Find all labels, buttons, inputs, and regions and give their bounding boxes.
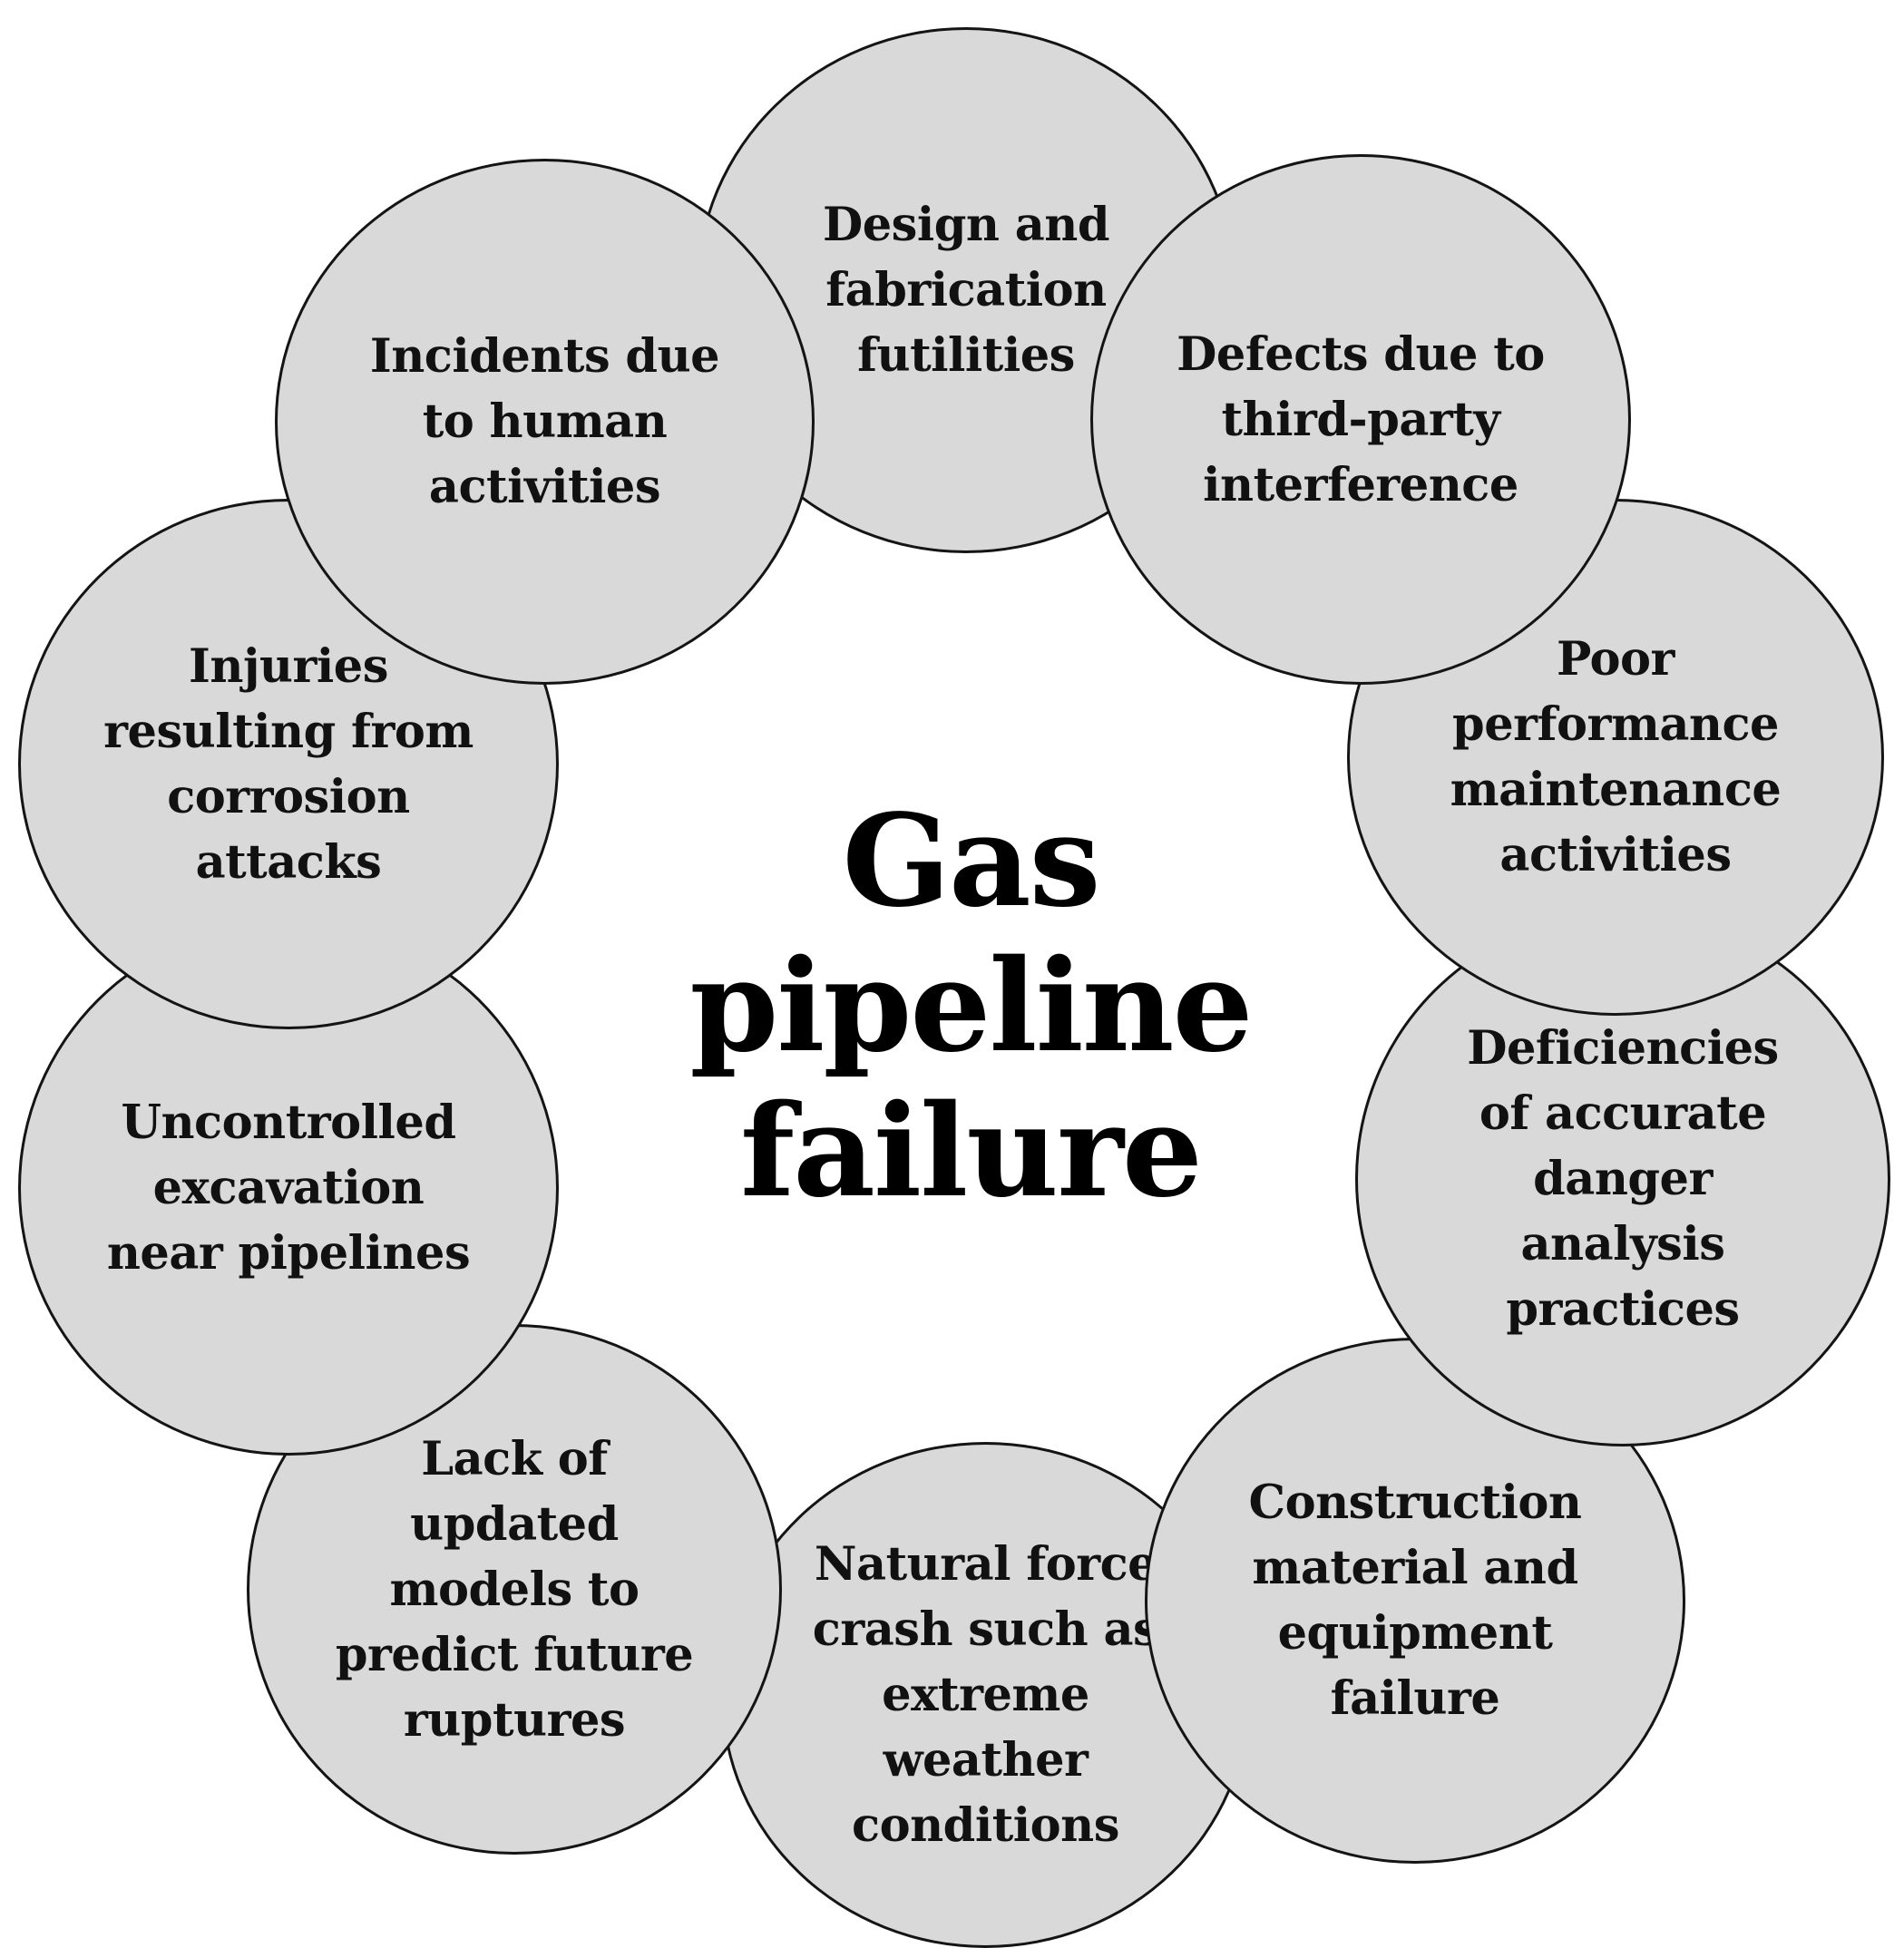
node-label: Injuries resulting from corrosion attack… [103, 638, 474, 890]
center-title: Gas pipeline failure [689, 787, 1253, 1226]
node-label: Uncontrolled excavation near pipelines [106, 1096, 471, 1281]
node-label: Poor performance maintenance activities [1450, 632, 1782, 882]
node-label: Defects due to third-party interference [1177, 326, 1545, 512]
node-third-party-defects: Defects due to third-party interference [1090, 154, 1631, 685]
node-label: Natural force crash such as extreme weat… [812, 1537, 1159, 1853]
node-uncontrolled-excavation: Uncontrolled excavation near pipelines [18, 920, 559, 1456]
node-deficiencies-analysis: Deficiencies of accurate danger analysis… [1355, 911, 1890, 1446]
node-human-activities: Incidents due to human activities [275, 159, 815, 685]
node-label: Design and fabrication futilities [822, 198, 1110, 383]
node-label: Construction material and equipment fail… [1248, 1476, 1583, 1726]
node-label: Deficiencies of accurate danger analysis… [1467, 1021, 1779, 1337]
node-label: Incidents due to human activities [369, 329, 720, 514]
node-label: Lack of updated models to predict future… [335, 1431, 694, 1748]
